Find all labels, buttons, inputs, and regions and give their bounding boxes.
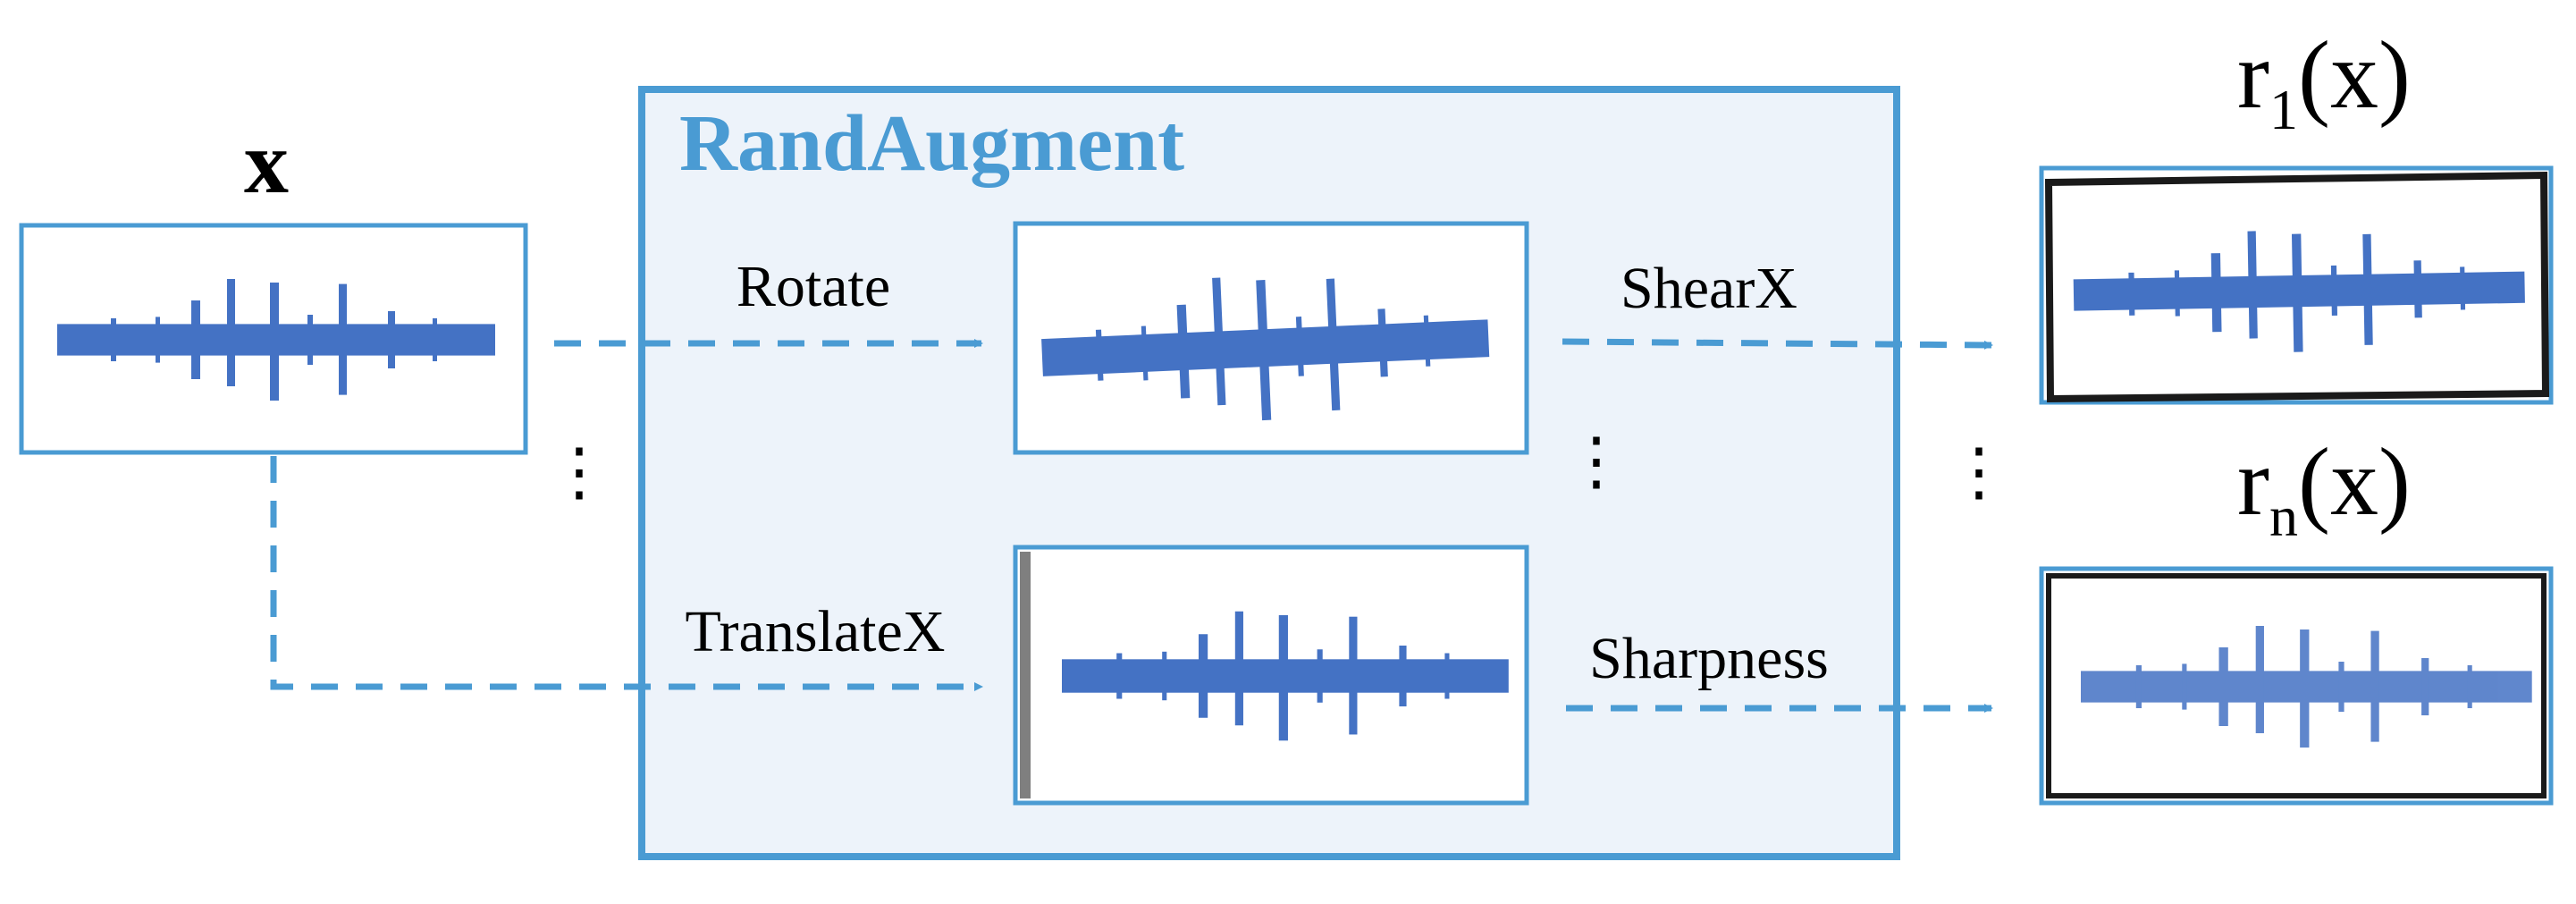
ellipsis-middle: ⋮ — [1564, 426, 1629, 497]
output-first-label: r1(x) — [2237, 22, 2411, 141]
arrow-rotate-to-shear — [1562, 338, 1993, 350]
output-last-frame — [2046, 573, 2547, 798]
op-translate-label: TranslateX — [686, 599, 946, 664]
ellipsis-right: ⋮ — [1947, 436, 2011, 508]
output-last-label: rn(x) — [2237, 429, 2411, 548]
panel-title: RandAugment — [679, 99, 1184, 188]
op-rotate-label: Rotate — [737, 254, 890, 319]
input-label: x — [244, 113, 289, 212]
output-first-frame — [2044, 171, 2550, 403]
translate-gray-strip — [1020, 552, 1031, 798]
ellipsis-left: ⋮ — [547, 436, 611, 508]
arrow-input-to-translate — [270, 456, 983, 691]
op-shear-label: ShearX — [1621, 256, 1797, 321]
op-sharpness-label: Sharpness — [1589, 626, 1829, 691]
